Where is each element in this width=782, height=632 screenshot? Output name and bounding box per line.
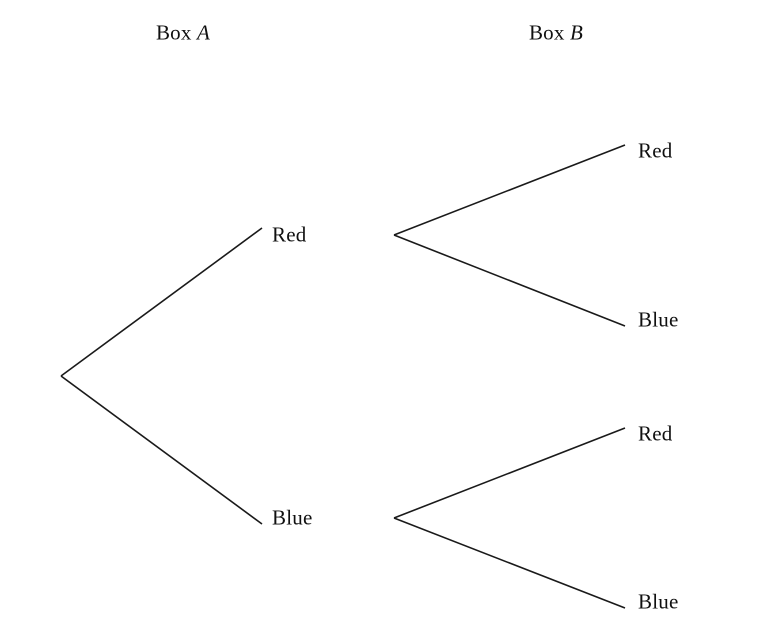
branch-a-blue-to-b-blue (393, 517, 626, 609)
column-header-box-a-prefix: Box (155, 20, 198, 45)
branch-root-to-a-red (60, 227, 263, 377)
node-label-box-a-blue: Blue (272, 505, 313, 530)
branch-root-to-a-blue (60, 375, 263, 525)
column-header-box-a: Box A (156, 21, 210, 46)
branch-a-red-to-b-blue (393, 234, 626, 327)
branch-a-red-to-b-red (393, 144, 626, 236)
column-header-box-a-symbol: A (197, 20, 211, 45)
column-header-box-b-symbol: B (570, 20, 584, 45)
branch-a-blue-to-b-red (393, 427, 626, 519)
node-label-box-b-blue-lower: Blue (638, 589, 679, 614)
column-header-box-b: Box B (529, 21, 583, 46)
node-label-box-b-red-lower: Red (638, 421, 673, 446)
column-header-box-b-prefix: Box (528, 20, 571, 45)
node-label-box-b-red-upper: Red (638, 138, 673, 163)
node-label-box-a-red: Red (272, 222, 307, 247)
node-label-box-b-blue-upper: Blue (638, 307, 679, 332)
